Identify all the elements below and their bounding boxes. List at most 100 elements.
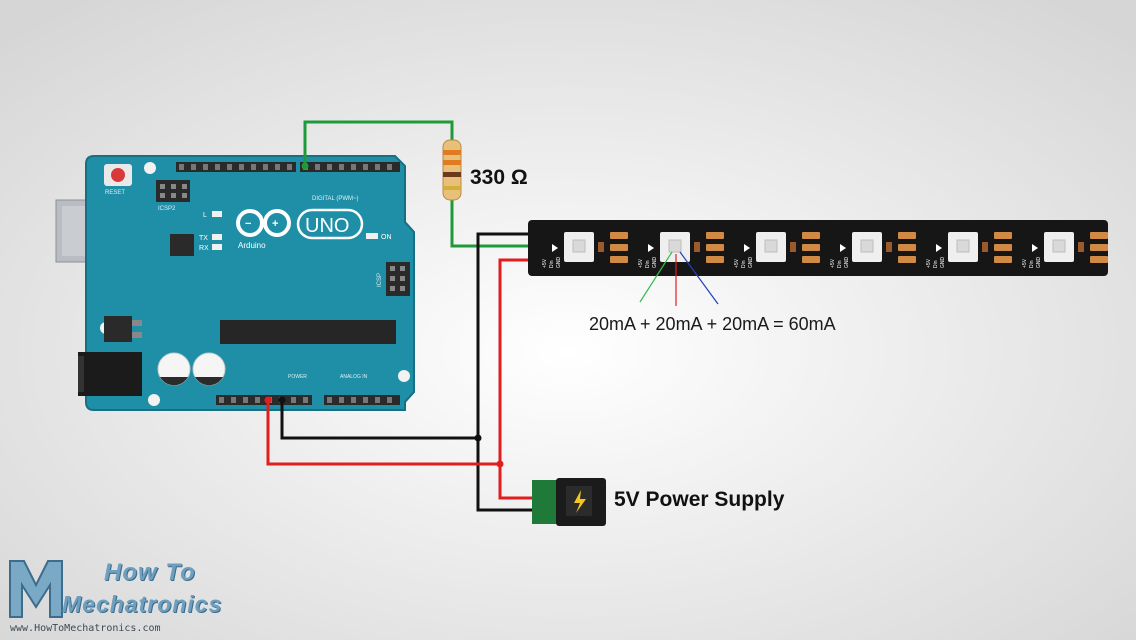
capacitors — [157, 352, 226, 386]
copper-pad — [994, 232, 1012, 239]
copper-pad — [802, 256, 820, 263]
power-header — [216, 395, 312, 405]
power-wire-to-strip — [498, 258, 535, 500]
wires — [266, 120, 535, 512]
svg-text:−: − — [245, 218, 251, 230]
strip-pad-label: GND — [652, 257, 658, 269]
resistor-330-ohm — [442, 139, 462, 201]
arduino-brand: Arduino — [238, 241, 266, 250]
digital-label: DIGITAL (PWM~) — [312, 196, 359, 202]
copper-pad — [802, 244, 820, 251]
strip-pad-label: Din — [933, 260, 939, 268]
data-direction-arrow-icon — [744, 244, 750, 252]
strip-pad-label: +5V — [926, 258, 932, 268]
l-led — [212, 211, 222, 217]
rx-led — [212, 244, 222, 250]
copper-pad — [610, 256, 628, 263]
led-die — [764, 239, 778, 253]
voltage-regulator — [104, 316, 132, 342]
copper-pad — [706, 244, 724, 251]
resistor-label: 330 Ω — [470, 166, 528, 189]
watermark-line1: How To — [104, 559, 196, 586]
strip-pad-label: +5V — [830, 258, 836, 268]
watermark-line2: Mechatronics — [62, 591, 223, 617]
m-logo-icon — [9, 560, 63, 618]
reset-label: RESET — [105, 190, 125, 196]
led-die — [668, 239, 682, 253]
data-direction-arrow-icon — [648, 244, 654, 252]
strip-pad-label: GND — [556, 257, 562, 269]
copper-pad — [1090, 256, 1108, 263]
dc-jack — [78, 352, 142, 396]
on-label: ON — [381, 234, 392, 241]
icsp2-header — [156, 180, 190, 202]
watermark-url: www.HowToMechatronics.com — [10, 623, 161, 634]
green-current-pointer — [639, 251, 673, 303]
strip-pad-label: Din — [741, 260, 747, 268]
strip-pad-label: GND — [844, 257, 850, 269]
led-die — [860, 239, 874, 253]
led-die — [1052, 239, 1066, 253]
copper-pad — [898, 232, 916, 239]
icsp-header — [386, 262, 410, 296]
data-direction-arrow-icon — [552, 244, 558, 252]
icsp2-label: ICSP2 — [158, 206, 176, 212]
ground-wire — [280, 400, 478, 440]
strip-pad-label: +5V — [638, 258, 644, 268]
power-wire — [266, 400, 500, 466]
data-wire — [303, 120, 454, 166]
atmega-chip — [220, 320, 396, 344]
howtomechatronics-watermark: How To Mechatronics www.HowToMechatronic… — [6, 553, 226, 637]
copper-pad — [610, 244, 628, 251]
strip-capacitor — [694, 242, 700, 252]
uno-logo-text: UNO — [305, 215, 349, 237]
strip-capacitor — [790, 242, 796, 252]
blue-current-pointer — [679, 251, 719, 305]
strip-pad-label: GND — [940, 257, 946, 269]
strip-capacitor — [886, 242, 892, 252]
board-pcb — [85, 155, 415, 411]
copper-pad — [898, 256, 916, 263]
icsp-label: ICSP — [377, 273, 383, 287]
digital-header — [176, 162, 400, 172]
lightning-icon — [574, 490, 586, 513]
tx-led — [212, 234, 222, 240]
copper-pad — [610, 232, 628, 239]
copper-pad — [994, 256, 1012, 263]
strip-pad-label: +5V — [1022, 258, 1028, 268]
strip-pad-label: Din — [645, 260, 651, 268]
uno-badge — [296, 208, 364, 240]
strip-pad-label: Din — [549, 260, 555, 268]
strip-pad-label: Din — [837, 260, 843, 268]
arduino-logo-icon — [236, 209, 291, 237]
arduino-uno-board: RESET ICSP2 DIGITAL (PWM~) L TX RX — [55, 155, 415, 411]
strip-pad-label: Din — [1029, 260, 1035, 268]
copper-pad — [706, 256, 724, 263]
data-direction-arrow-icon — [840, 244, 846, 252]
copper-pad — [994, 244, 1012, 251]
strip-pad-label: GND — [1036, 257, 1042, 269]
led-die — [956, 239, 970, 253]
strip-pad-label: GND — [748, 257, 754, 269]
power-supply-jack — [532, 478, 606, 526]
analog-label: ANALOG IN — [340, 374, 368, 380]
power-supply-label: 5V Power Supply — [614, 488, 785, 511]
led-die — [572, 239, 586, 253]
copper-pad — [1090, 232, 1108, 239]
copper-pad — [802, 232, 820, 239]
ground-wire-to-strip — [476, 232, 535, 512]
l-led-label: L — [203, 212, 207, 219]
strip-capacitor — [982, 242, 988, 252]
copper-pad — [706, 232, 724, 239]
usb-chip — [170, 234, 194, 256]
current-pointers — [639, 251, 719, 306]
analog-header — [324, 395, 400, 405]
tx-led-label: TX — [199, 235, 208, 242]
svg-text:+: + — [272, 218, 278, 230]
power-label: POWER — [288, 374, 307, 380]
data-direction-arrow-icon — [1032, 244, 1038, 252]
data-direction-arrow-icon — [936, 244, 942, 252]
data-wire-to-strip — [450, 200, 535, 248]
